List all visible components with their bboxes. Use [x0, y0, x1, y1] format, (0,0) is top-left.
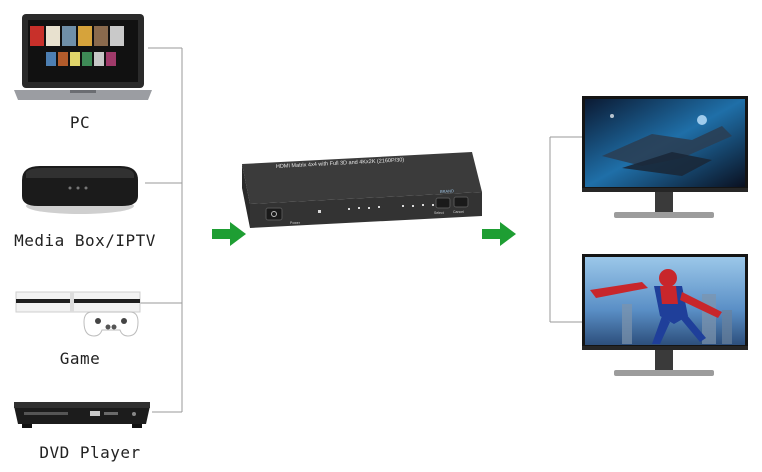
- laptop-icon: [14, 14, 152, 100]
- cancel-button: [453, 196, 469, 208]
- power-button: [265, 207, 283, 221]
- cancel-label: Cancel: [453, 210, 464, 214]
- brand-logo: BRAND: [440, 188, 454, 194]
- monitor-icon: [582, 254, 748, 376]
- source-label-dvd: DVD Player: [39, 443, 141, 462]
- arrow-right-icon: [482, 222, 516, 246]
- power-label: Power: [290, 221, 301, 225]
- source-label-pc: PC: [69, 113, 91, 132]
- monitor-icon: [582, 96, 748, 218]
- game-console-icon: [15, 291, 141, 337]
- arrow-right-icon: [212, 222, 246, 246]
- dvd-player-icon: [14, 402, 150, 428]
- source-label-game: Game: [59, 349, 101, 368]
- hdmi-matrix-switch: HDMI Matrix 4x4 with Full 3D and 4Kx2K (…: [242, 152, 482, 228]
- switch-front-panel: [265, 196, 469, 221]
- media-box-icon: [22, 166, 138, 214]
- select-button: [435, 197, 451, 209]
- select-label: Select: [434, 211, 444, 215]
- source-label-media-box: Media Box/IPTV: [14, 231, 156, 250]
